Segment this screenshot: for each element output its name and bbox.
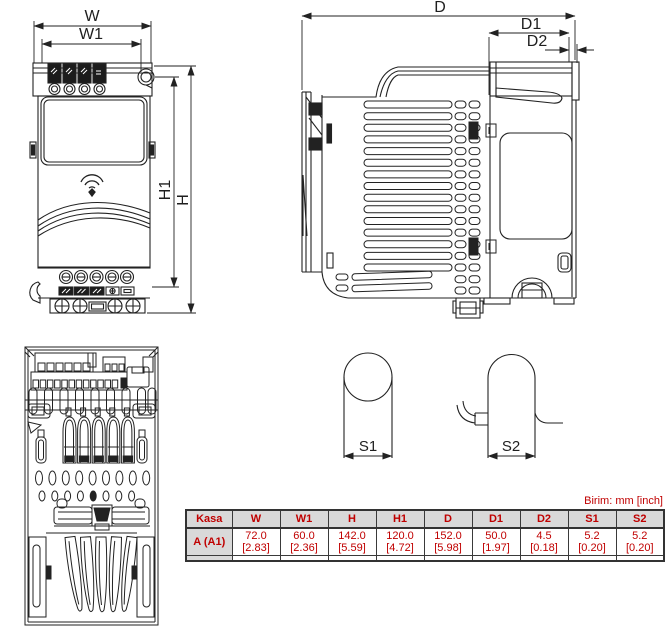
release-button: [557, 252, 572, 273]
mm-value: 4.5: [536, 530, 552, 542]
bottom-view: [24, 346, 159, 626]
value-cell-h: 142.0 [5.59]: [327, 527, 377, 556]
rear-cover-panel: [499, 132, 573, 240]
col-header-w: W: [231, 509, 281, 529]
cable-clamp-fingers: [27, 407, 148, 464]
mm-value: 72.0: [245, 530, 267, 542]
base-screws: [54, 298, 141, 314]
front-height-label: H: [175, 194, 192, 206]
value-cell-s1: 5.2 [0.20]: [567, 527, 617, 556]
front-width1-label: W1: [79, 26, 103, 43]
frame-size-cell: A (A1): [185, 527, 233, 556]
bottom-terminal-block: [58, 269, 135, 296]
side-depth2-label: D2: [527, 33, 548, 50]
value-cell-d1: 50.0 [1.97]: [471, 527, 521, 556]
mm-value: 152.0: [434, 530, 462, 542]
side-outline: [321, 61, 580, 305]
base-plate: [49, 298, 146, 314]
front-view: W W1 H H1: [29, 8, 196, 314]
mounting-hole-top: [137, 68, 155, 89]
value-cell-s2: 5.2 [0.20]: [615, 527, 665, 556]
side-view: D D1 D2: [301, 0, 594, 319]
inch-value: [2.36]: [290, 542, 318, 554]
comm-connector: [126, 366, 150, 388]
value-cell-h1: 120.0 [4.72]: [375, 527, 425, 556]
value-cell-d2: 4.5 [0.18]: [519, 527, 569, 556]
front-view-dimensions: [33, 21, 196, 314]
din-clip-assembly: [53, 498, 150, 531]
cable-hook: [29, 281, 41, 304]
value-cell-d: 152.0 [5.98]: [423, 527, 473, 556]
col-header-d1: D1: [471, 509, 521, 529]
mm-value: 142.0: [338, 530, 366, 542]
bottom-terminal-protrusion: [452, 297, 484, 319]
mm-value: 5.2: [632, 530, 648, 542]
col-header-s1: S1: [567, 509, 617, 529]
fan-logo-icon: [80, 174, 104, 198]
io-terminal-strip: [30, 371, 128, 391]
front-width-label: W: [84, 8, 100, 25]
table-header-row: Kasa W W1 H H1 D D1 D2 S1 S2: [185, 509, 665, 529]
table-pad-row: [185, 555, 665, 562]
s2-label: S2: [502, 438, 520, 455]
vent-hole-rows: [35, 470, 151, 502]
inch-value: [5.59]: [338, 542, 366, 554]
mm-value: 5.2: [584, 530, 600, 542]
col-header-w1: W1: [279, 509, 329, 529]
mm-value: 60.0: [293, 530, 315, 542]
dimension-table-section: Birim: mm [inch] Kasa W W1 H H1 D D1 D2 …: [185, 495, 665, 562]
swoosh-graphic: [37, 202, 151, 237]
inch-value: [0.18]: [530, 542, 558, 554]
inch-value: [0.20]: [578, 542, 606, 554]
col-header-h1: H1: [375, 509, 425, 529]
col-header-d: D: [423, 509, 473, 529]
din-rail-clip: [511, 277, 553, 299]
inch-value: [4.72]: [386, 542, 414, 554]
side-front-plates: [301, 91, 334, 273]
inch-value: [5.98]: [434, 542, 462, 554]
vent-slots: [335, 100, 497, 295]
s1-label: S1: [359, 438, 377, 455]
heatsink-fins: [28, 532, 155, 618]
side-view-dimensions: [301, 12, 594, 95]
top-terminal-block: [47, 63, 107, 96]
side-depth-label: D: [434, 0, 446, 16]
side-depth1-label: D1: [521, 16, 542, 33]
s2-slot-detail: S2: [456, 354, 563, 460]
inch-value: [2.83]: [242, 542, 270, 554]
mount-hook: [495, 87, 563, 104]
s1-hole-detail: S1: [343, 352, 393, 460]
front-height1-label: H1: [157, 180, 174, 201]
unit-note: Birim: mm [inch]: [584, 495, 663, 507]
value-cell-w1: 60.0 [2.36]: [279, 527, 329, 556]
side-tabs: [29, 141, 156, 159]
front-panel-cover: [40, 96, 148, 166]
bottom-view-outline: [24, 346, 159, 626]
inch-value: [0.20]: [625, 542, 654, 554]
mm-value: 120.0: [386, 530, 414, 542]
col-header-d2: D2: [519, 509, 569, 529]
inch-value: [1.97]: [482, 542, 510, 554]
front-body: [37, 95, 151, 269]
col-header-s2: S2: [615, 509, 665, 529]
col-header-h: H: [327, 509, 377, 529]
value-cell-w: 72.0 [2.83]: [231, 527, 281, 556]
vent-slot-row: [25, 387, 158, 419]
dimension-table: Kasa W W1 H H1 D D1 D2 S1 S2 A (A1) 72.0…: [185, 509, 665, 562]
mm-value: 50.0: [485, 530, 507, 542]
table-row: A (A1) 72.0 [2.83] 60.0 [2.36] 142.0 [5.…: [185, 527, 665, 556]
col-header-kasa: Kasa: [185, 509, 233, 529]
